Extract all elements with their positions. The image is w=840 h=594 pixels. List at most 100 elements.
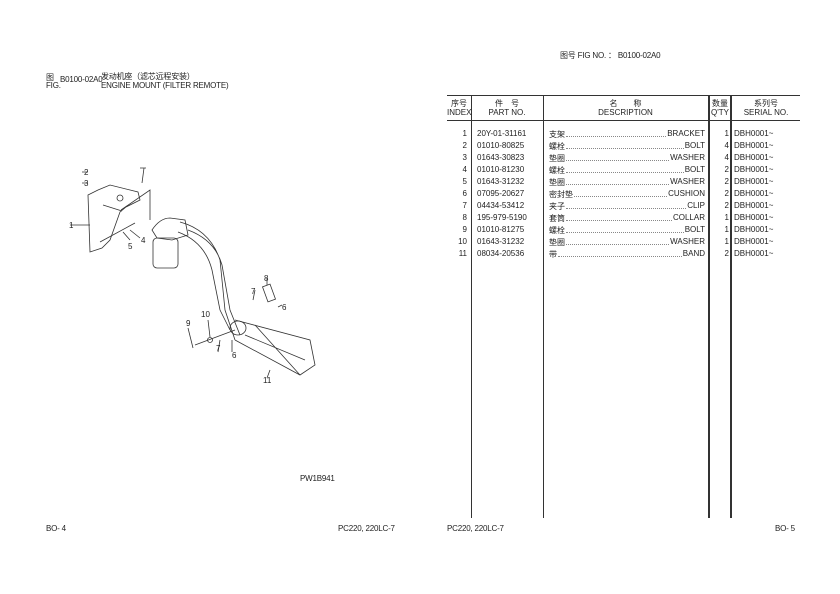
row-desc-en: BRACKET [667,129,705,138]
row-desc-en: BAND [682,249,705,258]
row-description: 垫圈 WASHER [549,237,705,248]
row-qty: 4 [724,141,729,150]
row-serial: DBH0001~ [734,249,774,258]
fig-label-cn: 图 [46,73,54,82]
row-desc-cn: 夹子 [549,202,565,211]
title-en: ENGINE MOUNT (FILTER REMOTE) [101,81,229,90]
right-model: PC220, 220LC-7 [447,524,504,533]
row-qty: 2 [724,201,729,210]
fig-no: B0100-02A0 [617,51,661,60]
fig-no-header: 图号 FIG NO. ： B0100-02A0 [560,50,661,61]
row-part-no: 01010-81275 [477,225,525,234]
row-index: 3 [462,153,467,162]
row-qty: 2 [724,177,729,186]
row-serial: DBH0001~ [734,213,774,222]
table-row: 11 08034-20536 带 BAND 2 DBH0001~ [447,249,800,261]
row-part-no: 08034-20536 [477,249,525,258]
row-serial: DBH0001~ [734,237,774,246]
row-serial: DBH0001~ [734,129,774,138]
row-serial: DBH0001~ [734,225,774,234]
row-description: 套筒 COLLAR [549,213,705,224]
fig-no-label: 图号 FIG NO. ： [560,51,616,60]
callout-1: 1 [69,221,74,230]
row-index: 7 [462,201,467,210]
row-qty: 1 [724,237,729,246]
row-index: 2 [462,141,467,150]
row-index: 6 [462,189,467,198]
callout-3: 3 [84,179,89,188]
left-page-number: BO- 4 [46,524,66,533]
callout-8: 8 [264,274,269,283]
row-qty: 1 [724,225,729,234]
row-qty: 1 [724,129,729,138]
row-qty: 4 [724,153,729,162]
row-desc-en: COLLAR [672,213,705,222]
callout-4: 4 [141,236,146,245]
row-serial: DBH0001~ [734,189,774,198]
row-desc-cn: 垫圈 [549,178,565,187]
row-description: 支架 BRACKET [549,129,705,140]
row-description: 夹子 CLIP [549,201,705,212]
row-serial: DBH0001~ [734,177,774,186]
row-part-no: 01010-81230 [477,165,525,174]
row-desc-en: CUSHION [668,189,705,198]
row-qty: 2 [724,249,729,258]
row-desc-cn: 套筒 [549,214,565,223]
row-serial: DBH0001~ [734,165,774,174]
row-qty: 1 [724,213,729,222]
callout-6b: 6 [232,351,237,360]
callout-2: 2 [84,168,89,177]
right-page-number: BO- 5 [775,524,795,533]
row-desc-en: WASHER [670,237,705,246]
row-description: 垫圈 WASHER [549,153,705,164]
row-index: 9 [462,225,467,234]
row-desc-cn: 垫圈 [549,238,565,247]
row-part-no: 01010-80825 [477,141,525,150]
row-part-no: 07095-20627 [477,189,525,198]
row-desc-en: WASHER [670,177,705,186]
row-desc-en: CLIP [687,201,705,210]
row-desc-cn: 螺栓 [549,226,565,235]
row-index: 1 [462,129,467,138]
row-index: 4 [462,165,467,174]
callout-7b: 7 [216,344,221,353]
callout-11: 11 [263,376,272,385]
row-index: 5 [462,177,467,186]
left-model: PC220, 220LC-7 [338,524,395,533]
callout-9: 9 [186,319,191,328]
fig-code: B0100-02A0 [60,75,103,84]
row-index: 8 [462,213,467,222]
row-part-no: 01643-31232 [477,237,525,246]
callout-7a: 7 [251,287,256,296]
row-desc-cn: 垫圈 [549,154,565,163]
row-desc-cn: 螺栓 [549,142,565,151]
row-desc-en: WASHER [670,153,705,162]
row-description: 带 BAND [549,249,705,260]
row-desc-cn: 支架 [549,130,565,139]
row-index: 11 [458,249,467,258]
row-serial: DBH0001~ [734,201,774,210]
row-qty: 2 [724,189,729,198]
row-desc-cn: 带 [549,250,557,259]
row-qty: 2 [724,165,729,174]
drawing-code: PW1B941 [300,474,335,483]
row-part-no: 01643-31232 [477,177,525,186]
row-serial: DBH0001~ [734,153,774,162]
